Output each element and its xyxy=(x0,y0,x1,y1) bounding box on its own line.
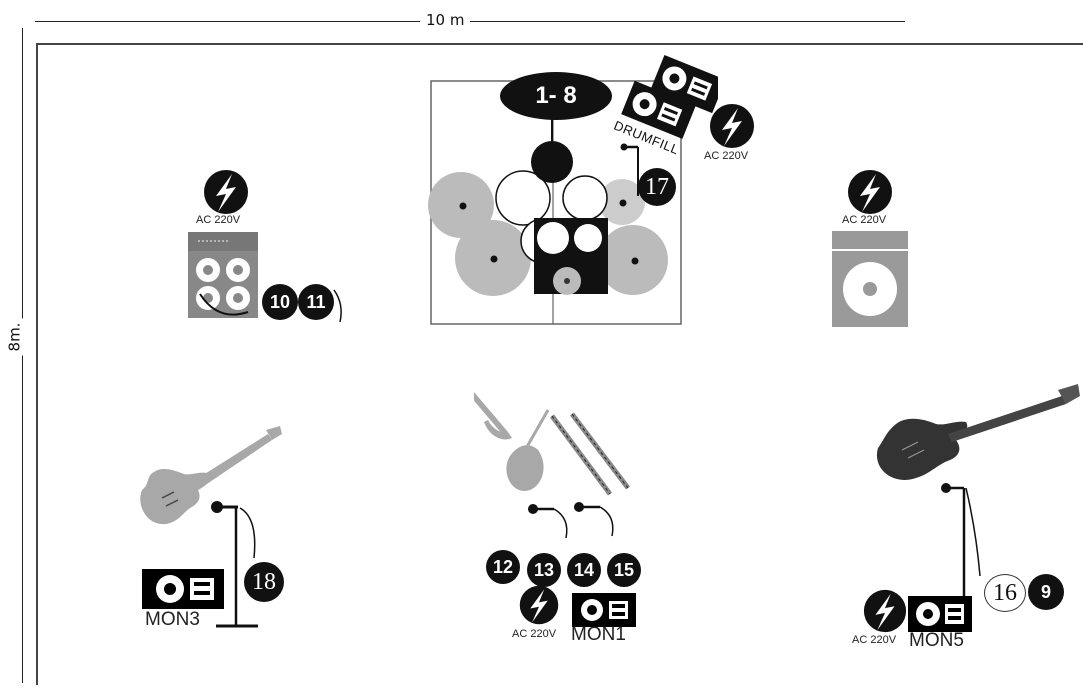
mic-badge-10: 10 xyxy=(262,284,298,320)
power-icon xyxy=(202,168,250,216)
mic-badge-9: 9 xyxy=(1028,574,1064,610)
microphone-stand-icon xyxy=(526,502,574,542)
mon3-label: MON3 xyxy=(145,609,200,631)
mon1-label: MON1 xyxy=(571,624,626,646)
bass-guitar-icon xyxy=(872,378,1082,488)
mic-badge-13: 13 xyxy=(527,553,561,587)
height-dimension-label: 8m. xyxy=(5,319,23,356)
power-icon xyxy=(846,168,894,216)
power-icon xyxy=(518,584,560,626)
microphone-stand-icon xyxy=(940,480,990,600)
power-icon xyxy=(862,588,908,634)
bass-ac-label: AC 220V xyxy=(852,634,896,646)
drum-ac-label: AC 220V xyxy=(704,150,748,162)
mic-badge-16: 16 xyxy=(984,574,1026,612)
mic-badge-14: 14 xyxy=(567,553,601,587)
mic-badge-11: 11 xyxy=(298,284,334,320)
bass-amp-ac-label: AC 220V xyxy=(842,214,886,226)
monitor-wedge-icon xyxy=(142,569,224,609)
guitar-amp-ac-label: AC 220V xyxy=(196,214,240,226)
height-dimension-line xyxy=(22,28,23,683)
mic-cable-icon xyxy=(330,286,350,326)
drum-channels-label: 1- 8 xyxy=(500,82,612,110)
wind-ac-label: AC 220V xyxy=(512,628,556,640)
monitor-wedge-icon xyxy=(572,593,636,627)
mic-badge-12: 12 xyxy=(486,550,520,584)
power-icon xyxy=(708,102,756,150)
bagpipe-icon xyxy=(474,392,558,498)
monitor-wedge-icon xyxy=(908,596,972,632)
width-dimension-label: 10 m xyxy=(420,11,470,29)
mic-badge-18: 18 xyxy=(244,562,284,602)
mic-badge-15: 15 xyxy=(607,553,641,587)
speaker-cabinet-icon xyxy=(188,232,258,318)
mon5-label: MON5 xyxy=(909,630,964,652)
microphone-stand-icon xyxy=(572,500,620,540)
flute-icon xyxy=(548,408,630,498)
mic-badge-17: 17 xyxy=(638,168,676,206)
speaker-cabinet-icon xyxy=(832,231,908,327)
